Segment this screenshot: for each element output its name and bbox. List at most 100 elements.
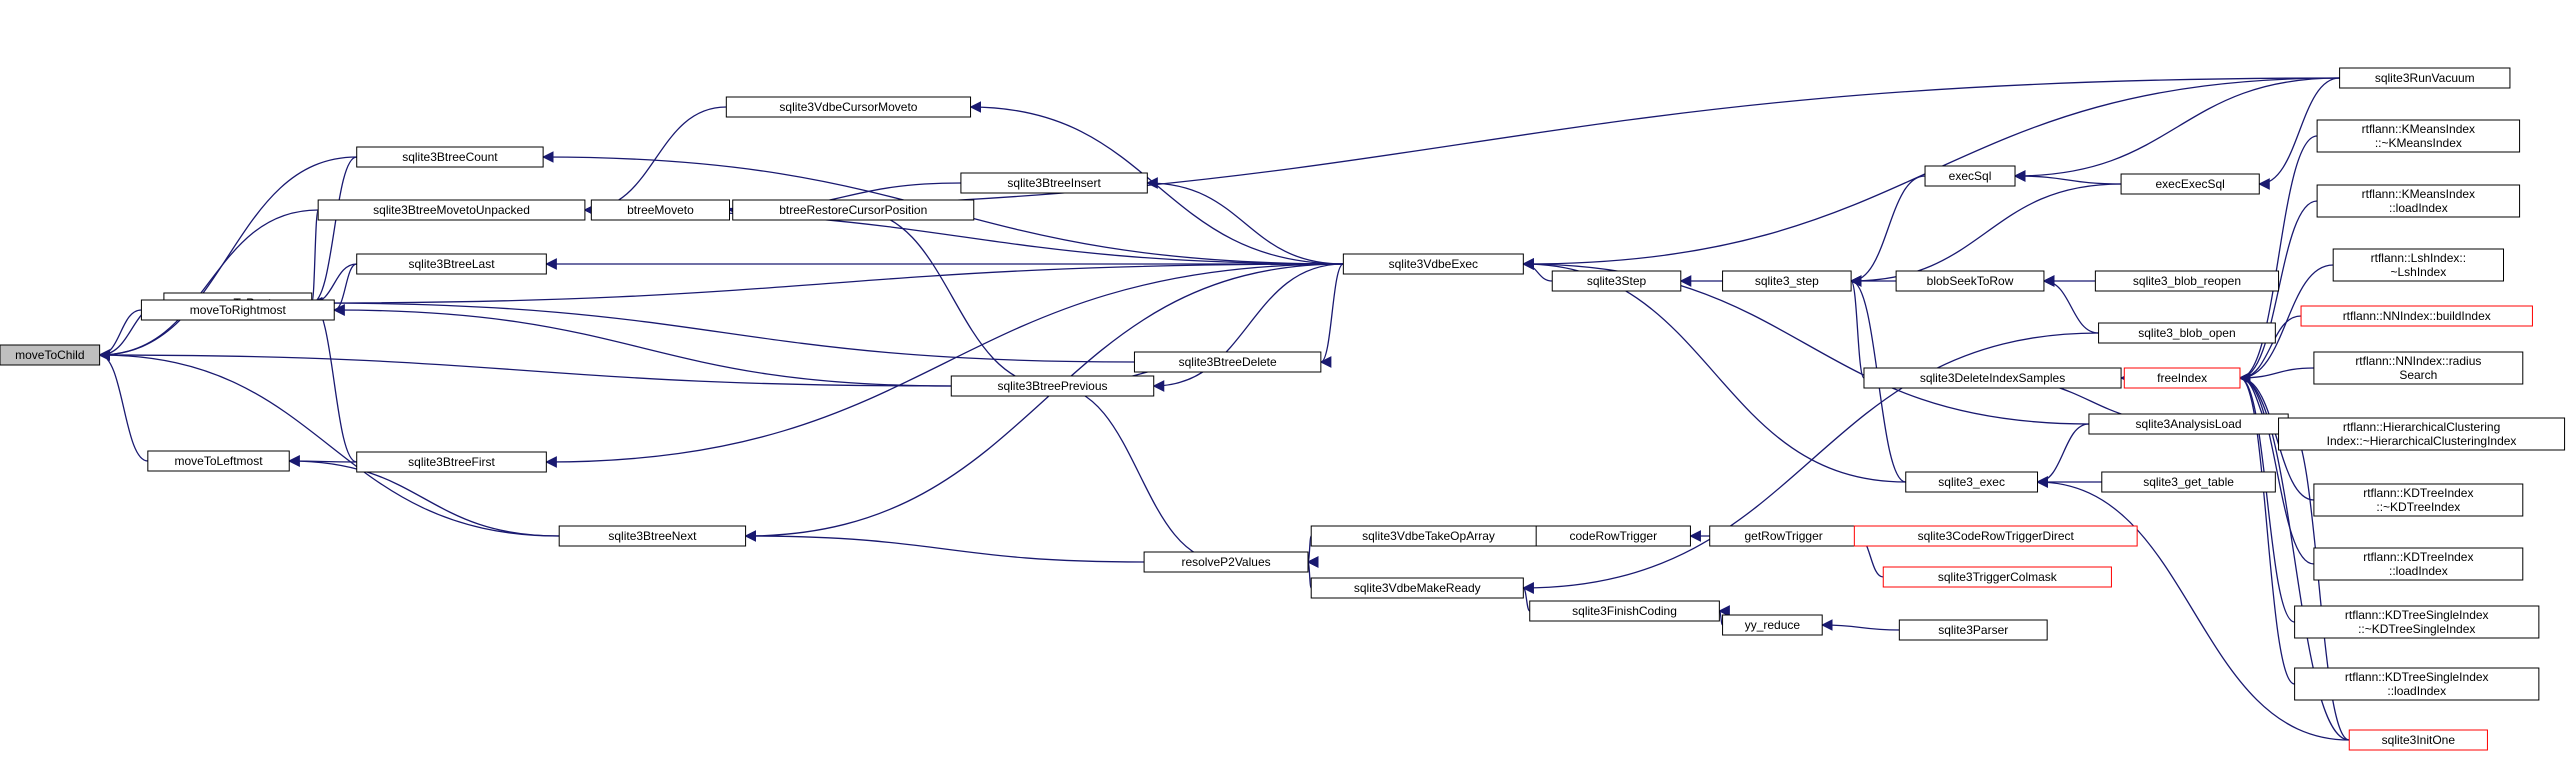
- node-sqlite3-btree-next[interactable]: sqlite3BtreeNext: [558, 525, 747, 547]
- node-sqlite3-btree-insert[interactable]: sqlite3BtreeInsert: [960, 172, 1148, 194]
- node-sqlite3-btree-previous[interactable]: sqlite3BtreePrevious: [950, 375, 1155, 397]
- node-sqlite3-btree-delete[interactable]: sqlite3BtreeDelete: [1133, 351, 1322, 373]
- node-sqlite3-analysis-load[interactable]: sqlite3AnalysisLoad: [2088, 413, 2289, 435]
- edge-sqlite3-blob-open-to-blob-seek-to-row: [2042, 275, 2099, 334]
- node-label-move-to-rightmost: moveToRightmost: [190, 303, 287, 317]
- node-box-sqlite3-btree-delete: [1133, 351, 1322, 373]
- node-kdtree-load[interactable]: rtflann::KDTreeIndex::loadIndex: [2313, 547, 2524, 581]
- node-sqlite3-vdbe-make-ready[interactable]: sqlite3VdbeMakeReady: [1310, 577, 1524, 599]
- edge-sqlite3-vdbe-exec-to-sqlite3-btree-delete: [1319, 263, 1344, 368]
- node-exec-exec-sql[interactable]: execExecSql: [2120, 173, 2260, 195]
- node-get-row-trigger[interactable]: getRowTrigger: [1709, 525, 1859, 547]
- node-label-sqlite3-run-vacuum: sqlite3RunVacuum: [2375, 71, 2475, 85]
- node-kdsingle-dtor[interactable]: rtflann::KDTreeSingleIndex::~KDTreeSingl…: [2294, 605, 2540, 639]
- edge-resolve-p2-values-to-sqlite3-btree-previous: [1051, 380, 1227, 563]
- node-exec-sql[interactable]: execSql: [1924, 165, 2016, 187]
- node-box-resolve-p2-values: [1143, 551, 1309, 573]
- node-sqlite3-btree-moveto-unpacked[interactable]: sqlite3BtreeMovetoUnpacked: [317, 199, 586, 221]
- node-label-hier-dtor: rtflann::HierarchicalClustering: [2343, 420, 2500, 434]
- node-box-blob-seek-to-row: [1895, 270, 2045, 292]
- node-box-btree-restore-cursor-position: [732, 199, 975, 221]
- node-sqlite3-btree-first[interactable]: sqlite3BtreeFirst: [356, 451, 547, 473]
- node-label-sqlite3-vdbe-make-ready: sqlite3VdbeMakeReady: [1354, 581, 1481, 595]
- node-label-exec-sql: execSql: [1949, 169, 1992, 183]
- node-sqlite3-btree-count[interactable]: sqlite3BtreeCount: [356, 146, 544, 168]
- node-sqlite3-vdbe-take-op-array[interactable]: sqlite3VdbeTakeOpArray: [1310, 525, 1547, 547]
- node-sqlite3-run-vacuum[interactable]: sqlite3RunVacuum: [2339, 67, 2511, 89]
- node-sqlite3-parser[interactable]: sqlite3Parser: [1898, 619, 2048, 641]
- node-blob-seek-to-row[interactable]: blobSeekToRow: [1895, 270, 2045, 292]
- node-sqlite3-get-table[interactable]: sqlite3_get_table: [2101, 471, 2276, 493]
- node-sqlite3-delete-index-samples[interactable]: sqlite3DeleteIndexSamples: [1863, 367, 2122, 389]
- node-nnindex-build[interactable]: rtflann::NNIndex::buildIndex: [2300, 305, 2533, 327]
- node-box-kmeans-index-dtor: [2316, 119, 2521, 153]
- node-box-sqlite3-btree-last: [356, 253, 547, 275]
- node-move-to-child[interactable]: moveToChild: [0, 344, 101, 366]
- node-sqlite3-vdbe-exec[interactable]: sqlite3VdbeExec: [1342, 253, 1524, 275]
- edge-sqlite3-vdbe-exec-to-sqlite3-btree-previous: [1152, 263, 1344, 392]
- edge-sqlite3-vdbe-exec-to-sqlite3-btree-insert: [1146, 177, 1344, 265]
- node-box-sqlite3-step: [1722, 270, 1852, 292]
- node-box-lsh-index-dtor: [2332, 248, 2505, 282]
- node-sqlite3-exec[interactable]: sqlite3_exec: [1905, 471, 2039, 493]
- node-label-sqlite3-analysis-load: sqlite3AnalysisLoad: [2136, 417, 2242, 431]
- node-sqlite3-step[interactable]: sqlite3Step: [1551, 270, 1682, 292]
- node-label-kdtree-dtor: ::~KDTreeIndex: [2376, 500, 2460, 514]
- node-box-nnindex-radius: [2313, 351, 2524, 385]
- node-code-row-trigger[interactable]: codeRowTrigger: [1535, 525, 1691, 547]
- node-box-kmeans-index-load: [2316, 184, 2521, 218]
- node-btree-moveto[interactable]: btreeMoveto: [590, 199, 731, 221]
- edge-kmeans-index-dtor-to-free-index: [2238, 135, 2318, 384]
- node-move-to-leftmost[interactable]: moveToLeftmost: [147, 450, 290, 472]
- node-yy-reduce[interactable]: yy_reduce: [1722, 614, 1823, 636]
- node-label-move-to-leftmost: moveToLeftmost: [175, 454, 264, 468]
- node-free-index[interactable]: freeIndex: [2123, 367, 2241, 389]
- node-box-sqlite3-blob-reopen: [2094, 270, 2280, 292]
- node-kdsingle-load[interactable]: rtflann::KDTreeSingleIndex::loadIndex: [2294, 667, 2540, 701]
- node-label-sqlite3-step: sqlite3_step: [1755, 274, 1819, 288]
- node-kmeans-index-dtor[interactable]: rtflann::KMeansIndex::~KMeansIndex: [2316, 119, 2521, 153]
- node-label-kdsingle-dtor: ::~KDTreeSingleIndex: [2358, 622, 2475, 636]
- node-box-free-index: [2123, 367, 2241, 389]
- node-label-kdtree-load: rtflann::KDTreeIndex: [2363, 550, 2473, 564]
- node-label-sqlite3-finish-coding: sqlite3FinishCoding: [1572, 604, 1677, 618]
- node-sqlite3-trigger-colmask[interactable]: sqlite3TriggerColmask: [1882, 566, 2112, 588]
- node-box-sqlite3-code-row-trigger-direct: [1853, 525, 2138, 547]
- node-label-sqlite3-btree-moveto-unpacked: sqlite3BtreeMovetoUnpacked: [373, 203, 530, 217]
- node-label-sqlite3-btree-next: sqlite3BtreeNext: [608, 529, 697, 543]
- node-box-sqlite3-btree-insert: [960, 172, 1148, 194]
- node-label-hier-dtor: Index::~HierarchicalClusteringIndex: [2327, 434, 2517, 448]
- node-hier-dtor[interactable]: rtflann::HierarchicalClusteringIndex::~H…: [2278, 417, 2566, 451]
- node-sqlite3-vdbe-cursor-moveto[interactable]: sqlite3VdbeCursorMoveto: [725, 96, 972, 118]
- node-sqlite3-blob-open[interactable]: sqlite3_blob_open: [2098, 322, 2276, 344]
- node-box-kdsingle-dtor: [2294, 605, 2540, 639]
- edge-exec-sql-to-sqlite3-step: [1849, 175, 1926, 287]
- node-label-sqlite3-btree-delete: sqlite3BtreeDelete: [1179, 355, 1277, 369]
- node-btree-restore-cursor-position[interactable]: btreeRestoreCursorPosition: [732, 199, 975, 221]
- node-label-exec-exec-sql: execExecSql: [2155, 177, 2224, 191]
- node-label-sqlite3-btree-previous: sqlite3BtreePrevious: [997, 379, 1107, 393]
- node-sqlite3-btree-last[interactable]: sqlite3BtreeLast: [356, 253, 547, 275]
- edge-sqlite3-init-one-to-sqlite3-exec: [2036, 476, 2350, 741]
- function-nodes: moveToChildmoveToRootmoveToRightmostmove…: [0, 67, 2566, 751]
- node-sqlite3-init-one[interactable]: sqlite3InitOne: [2348, 729, 2488, 751]
- node-lsh-index-dtor[interactable]: rtflann::LshIndex::~LshIndex: [2332, 248, 2505, 282]
- node-move-to-rightmost[interactable]: moveToRightmost: [140, 299, 335, 321]
- edge-sqlite3-step-to-sqlite3-vdbe-exec: [1522, 258, 1553, 282]
- node-kdtree-dtor[interactable]: rtflann::KDTreeIndex::~KDTreeIndex: [2313, 483, 2524, 517]
- node-sqlite3-blob-reopen[interactable]: sqlite3_blob_reopen: [2094, 270, 2280, 292]
- node-label-move-to-child: moveToChild: [15, 348, 84, 362]
- edge-sqlite3-blob-open-to-sqlite3-vdbe-make-ready: [1522, 332, 2099, 594]
- node-sqlite3-finish-coding[interactable]: sqlite3FinishCoding: [1529, 600, 1720, 622]
- node-kmeans-index-load[interactable]: rtflann::KMeansIndex::loadIndex: [2316, 184, 2521, 218]
- edge-sqlite3-btree-next-to-move-to-leftmost: [288, 455, 560, 537]
- node-sqlite3-code-row-trigger-direct[interactable]: sqlite3CodeRowTriggerDirect: [1853, 525, 2138, 547]
- node-label-kdsingle-load: rtflann::KDTreeSingleIndex: [2345, 670, 2489, 684]
- node-label-lsh-index-dtor: rtflann::LshIndex::: [2371, 251, 2466, 265]
- edge-sqlite3-finish-coding-to-sqlite3-vdbe-make-ready: [1522, 582, 1534, 612]
- node-resolve-p2-values[interactable]: resolveP2Values: [1143, 551, 1309, 573]
- edge-sqlite3-btree-moveto-unpacked-to-move-to-child: [98, 209, 319, 361]
- node-sqlite3-step[interactable]: sqlite3_step: [1722, 270, 1852, 292]
- node-label-kmeans-index-load: rtflann::KMeansIndex: [2362, 187, 2475, 201]
